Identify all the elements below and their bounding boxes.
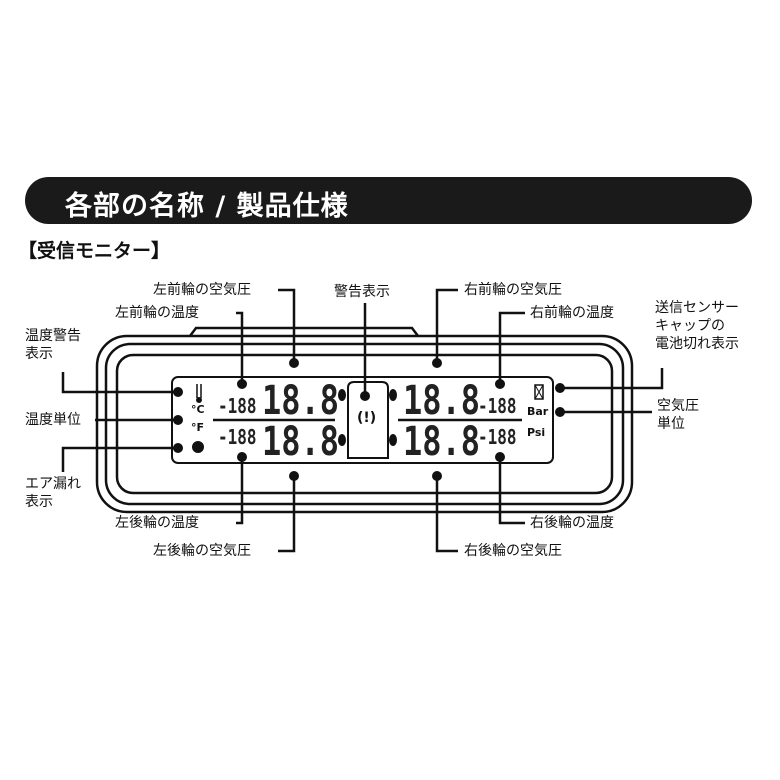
bar-indicator: Bar xyxy=(527,405,549,418)
rr-pressure-digits: 18.8 xyxy=(403,419,481,465)
label-pressure-unit: 空気圧 単位 xyxy=(657,398,699,432)
thermometer-icon xyxy=(196,384,202,398)
label-front-right-pressure: 右前輪の空気圧 xyxy=(464,282,562,298)
label-temp-warning: 温度警告 表示 xyxy=(25,328,81,362)
celsius-indicator: °C xyxy=(191,403,205,416)
label-rear-left-pressure: 左後輪の空気圧 xyxy=(153,543,251,559)
label-front-left-temp: 左前輪の温度 xyxy=(115,305,199,321)
psi-indicator: Psi xyxy=(527,426,546,439)
fl-pressure-digits: 18.8 xyxy=(262,378,340,424)
rl-pressure-digits: 18.8 xyxy=(262,419,340,465)
tpms-warning-icon: (!) xyxy=(357,410,376,426)
car-outline xyxy=(347,381,389,459)
label-sensor-battery: 送信センサー キャップの 電池切れ表示 xyxy=(655,300,739,352)
fahrenheit-indicator: °F xyxy=(191,421,205,434)
rl-temp-digits: -188 xyxy=(218,425,257,449)
battery-icon xyxy=(534,384,544,400)
fl-temp-digits: -188 xyxy=(218,394,257,418)
label-rear-right-pressure: 右後輪の空気圧 xyxy=(464,543,562,559)
header-bar: 各部の名称 / 製品仕様 xyxy=(25,177,752,224)
rr-temp-digits: -188 xyxy=(478,425,517,449)
label-front-right-temp: 右前輪の温度 xyxy=(530,305,614,321)
label-warning: 警告表示 xyxy=(334,284,390,300)
label-front-left-pressure: 左前輪の空気圧 xyxy=(153,282,251,298)
section-title: 【受信モニター】 xyxy=(18,240,171,262)
header-title: 各部の名称 / 製品仕様 xyxy=(65,191,349,222)
leak-icon xyxy=(192,441,204,453)
fr-temp-digits: -188 xyxy=(478,394,517,418)
label-rear-right-temp: 右後輪の温度 xyxy=(530,515,614,531)
label-temp-unit: 温度単位 xyxy=(25,412,81,428)
label-rear-left-temp: 左後輪の温度 xyxy=(115,515,199,531)
label-air-leak: エア漏れ 表示 xyxy=(25,476,81,510)
device-top-bump xyxy=(189,326,419,337)
fr-pressure-digits: 18.8 xyxy=(403,378,481,424)
